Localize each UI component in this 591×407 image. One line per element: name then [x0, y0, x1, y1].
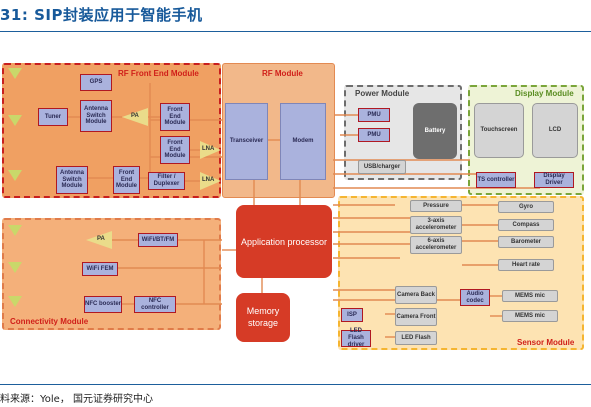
isp-block: ISP [341, 308, 363, 322]
application-processor-block: Application processor [236, 205, 332, 278]
audio-codec-block: Audio codec [460, 289, 490, 306]
rf-module-title: RF Module [262, 69, 303, 78]
antenna-switch-block: Antenna Switch Module [56, 166, 88, 194]
modem-block: Modem [280, 103, 326, 180]
antenna-icon [8, 170, 22, 181]
accelerometer-3axis-block: 3-axis accelerometer [410, 216, 462, 234]
antenna-icon [8, 262, 22, 273]
accelerometer-6axis-block: 6-axis accelerometer [410, 236, 462, 254]
pa-amplifier-icon [86, 231, 112, 249]
barometer-block: Barometer [498, 236, 554, 248]
pa-amplifier-icon [122, 108, 148, 126]
mems-mic-block: MEMS mic [502, 290, 558, 302]
antenna-icon [8, 225, 22, 236]
pa-label: PA [131, 113, 139, 119]
antenna-icon [8, 296, 22, 307]
lna-amplifier-icon [200, 172, 221, 190]
front-end-block: Front End Module [160, 103, 190, 131]
connectivity-module-title: Connectivity Module [10, 317, 89, 326]
figure-caption: 31: SIP封装应用于智能手机 [0, 6, 203, 24]
antenna-switch-block: Antenna Switch Module [80, 100, 112, 132]
nfc-controller-block: NFC controller [134, 296, 176, 313]
power-module-title: Power Module [355, 89, 410, 98]
pressure-sensor-block: Pressure [410, 200, 462, 212]
camera-front-block: Camera Front [395, 308, 437, 326]
compass-block: Compass [498, 219, 554, 231]
pa-label: PA [97, 236, 105, 242]
pmu-block: PMU [358, 128, 390, 142]
touchscreen-block: Touchscreen [474, 103, 524, 158]
nfc-booster-block: NFC booster [84, 296, 122, 313]
front-end-block: Front End Module [113, 166, 140, 194]
led-flash-driver-block: LED Flash driver [341, 328, 371, 348]
front-end-block: Front End Module [160, 136, 190, 164]
usb-charger-block: USB/charger [358, 160, 406, 174]
sensor-module-title: Sensor Module [517, 338, 575, 347]
gyro-block: Gyro [498, 201, 554, 213]
camera-back-block: Camera Back [395, 286, 437, 304]
lna-label: LNA [202, 177, 215, 183]
ts-controller-block: TS controller [476, 172, 516, 188]
battery-block: Battery [413, 103, 457, 159]
filter-duplexer-block: Filter / Duplexer [148, 172, 185, 190]
pmu-block: PMU [358, 108, 390, 122]
gps-block: GPS [80, 74, 112, 91]
caption-rule [0, 31, 591, 32]
wifi-bt-fm-block: WiFi/BT/FM [138, 233, 178, 247]
antenna-icon [8, 68, 22, 79]
source-note: 料来源：Yole， 国元证券研究中心 [0, 394, 154, 405]
lna-amplifier-icon [200, 141, 221, 159]
transceiver-block: Transceiver [225, 103, 268, 180]
lna-label: LNA [202, 146, 215, 152]
display-module-title: Display Module [515, 89, 574, 98]
wifi-fem-block: WiFi FEM [82, 262, 118, 276]
rf-front-end-module-title: RF Front End Module [118, 69, 199, 78]
heart-rate-block: Heart rate [498, 259, 554, 271]
mems-mic-block: MEMS mic [502, 310, 558, 322]
antenna-icon [8, 115, 22, 126]
footer-rule [0, 384, 591, 385]
tuner-block: Tuner [38, 108, 68, 126]
lcd-block: LCD [532, 103, 578, 158]
memory-storage-block: Memory storage [236, 293, 290, 342]
display-driver-block: Display Driver [534, 172, 574, 188]
led-flash-block: LED Flash [395, 331, 437, 345]
